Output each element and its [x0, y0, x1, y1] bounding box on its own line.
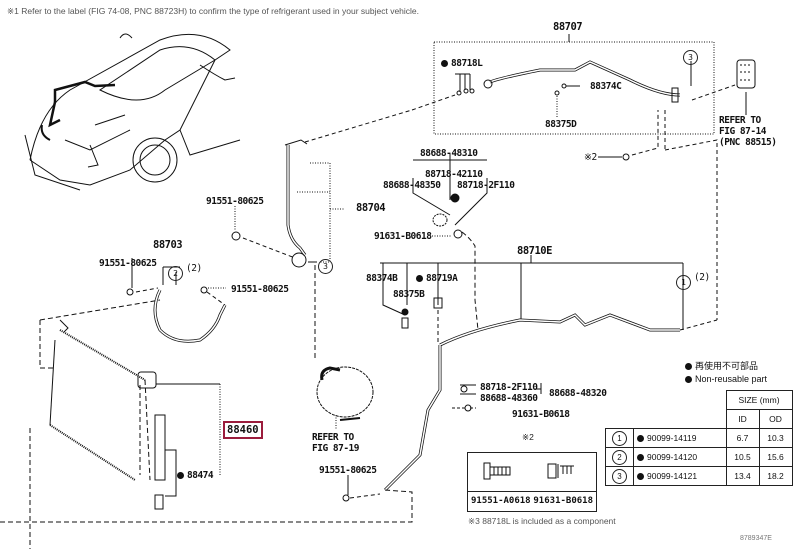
o-ring-ref-3-88704[interactable]: 3 — [318, 254, 333, 274]
non-reusable-dot-icon — [416, 275, 423, 282]
non-reusable-dot-icon — [637, 435, 644, 443]
refrigerant-note: ※1 Refer to the label (FIG 74-08, PNC 88… — [7, 6, 420, 16]
non-reusable-dot-icon — [637, 473, 644, 481]
non-reusable-dot-icon — [685, 363, 692, 371]
part-label-88374C[interactable]: 88374C — [590, 81, 622, 92]
figure-id: 8789347E — [740, 535, 772, 542]
flange-bolt-icon — [483, 462, 511, 480]
part-label-88374B[interactable]: 88374B — [366, 273, 398, 284]
part-label-88688-48320[interactable]: 88688-48320 — [549, 388, 607, 399]
non-reusable-dot-icon — [177, 472, 184, 479]
bolt-part-91631-B0618[interactable]: 91631-B0618 — [533, 496, 593, 506]
part-label-91631-B0618-a[interactable]: 91631-B0618 — [374, 231, 432, 242]
table-row: 3 90099-14121 13.4 18.2 — [605, 466, 793, 486]
quantity-88710E-o-ring: (2) — [694, 272, 710, 283]
part-label-88703[interactable]: 88703 — [153, 239, 183, 251]
part-label-91551-80625-a[interactable]: 91551-80625 — [206, 196, 264, 207]
non-reusable-dot-icon — [637, 454, 644, 462]
part-label-88719A[interactable]: 88719A — [416, 273, 458, 284]
part-label-91631-B0618-b[interactable]: 91631-B0618 — [512, 409, 570, 420]
quantity-88703-o-ring: (2) — [186, 263, 202, 274]
part-label-88688-48360[interactable]: 88688-48360 — [480, 393, 538, 404]
o-ring-size-table: SIZE (mm) ID OD 1 90099-14119 6.7 10.3 2… — [605, 390, 793, 486]
part-label-88718-2F110-top[interactable]: 88718-2F110 — [457, 180, 515, 191]
table-row: 2 90099-14120 10.5 15.6 — [605, 447, 793, 467]
washer-bolt-icon — [547, 463, 574, 479]
size-header: SIZE (mm) — [725, 390, 793, 410]
o-ring-ref-1-88710E[interactable]: 1 — [676, 270, 691, 290]
legend-non-reusable-jp: 再使用不可部品 — [685, 360, 758, 372]
bolt-icons — [483, 462, 574, 480]
part-label-88704[interactable]: 88704 — [356, 202, 386, 214]
part-label-88375D[interactable]: 88375D — [545, 119, 577, 130]
note2-marker: ※2 — [522, 432, 534, 442]
part-label-88460-highlighted[interactable]: 88460 — [223, 421, 263, 439]
part-label-88688-48350[interactable]: 88688-48350 — [383, 180, 441, 191]
part-label-88375B[interactable]: 88375B — [393, 289, 425, 300]
part-label-91551-80625-d[interactable]: 91551-80625 — [319, 465, 377, 476]
part-label-88474[interactable]: 88474 — [177, 470, 214, 481]
part-label-91551-80625-c[interactable]: 91551-80625 — [231, 284, 289, 295]
o-ring-ref-2-88703[interactable]: 2 — [168, 261, 183, 281]
o-ring-ref-3-88707[interactable]: 3 — [683, 45, 698, 65]
vehicle-illustration — [24, 33, 241, 191]
non-reusable-dot-icon — [685, 376, 692, 384]
col-od-header: OD — [758, 409, 793, 429]
note3-88718L-component: ※3 88718L is included as a component — [468, 516, 616, 526]
part-label-88688-48310[interactable]: 88688-48310 — [420, 148, 478, 159]
part-label-88707[interactable]: 88707 — [553, 21, 583, 33]
bolt-part-91551-A0618[interactable]: 91551-A0618 — [471, 496, 531, 506]
part-label-91551-80625-b[interactable]: 91551-80625 — [99, 258, 157, 269]
part-label-88718-2F110-bottom[interactable]: 88718-2F110 — [480, 382, 538, 393]
condenser-drawing — [29, 299, 221, 549]
part-label-88718-42110[interactable]: 88718-42110 — [425, 169, 483, 180]
col-id-header: ID — [725, 409, 760, 429]
bolt-reference-box: 91551-A0618 91631-B0618 — [467, 452, 597, 512]
non-reusable-dot-icon — [441, 60, 448, 67]
part-label-88710E[interactable]: 88710E — [517, 245, 552, 257]
refer-fig-87-14[interactable]: REFER TO FIG 87-14 (PNC 88515) — [719, 115, 777, 148]
part-label-88718L[interactable]: 88718L — [441, 58, 483, 69]
table-row: 1 90099-14119 6.7 10.3 — [605, 428, 793, 448]
refer-fig-87-19[interactable]: REFER TO FIG 87-19 — [312, 432, 359, 454]
legend-non-reusable-en: Non-reusable part — [685, 373, 767, 385]
compressor-drawing — [316, 366, 374, 430]
note2-leader: ※2 — [584, 152, 597, 163]
